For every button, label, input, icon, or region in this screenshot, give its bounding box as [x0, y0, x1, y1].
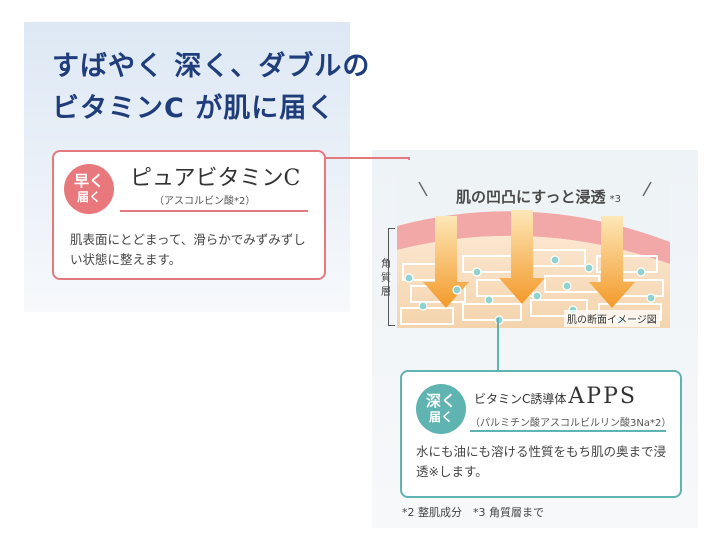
deep-badge: 深く 届く: [416, 384, 466, 434]
skin-penetration-note: *3: [609, 194, 621, 205]
cross-section-caption: 肌の断面イメージ図: [564, 310, 660, 327]
apps-name-prefix: ビタミンC誘導体: [474, 392, 567, 406]
apps-name-main: APPS: [568, 384, 637, 409]
apps-desc: 水にも油にも溶ける性質をもち肌の奥まで浸透※します。: [416, 444, 667, 479]
pure-vitamin-sub: （アスコルビン酸*2）: [154, 196, 256, 207]
footnote: *2 整肌成分 *3 角質層まで: [402, 506, 544, 519]
deep-badge-line1: 深く: [425, 392, 456, 410]
apps-divider: [470, 430, 666, 432]
apps-card: 深く 届く ビタミンC誘導体APPS （パルミチン酸アスコルビルリン酸3Na*2…: [400, 370, 682, 498]
down-arrow-icon: [589, 216, 635, 308]
skin-penetration-label: 肌の凹凸にすっと浸透*3: [456, 186, 621, 207]
fast-badge-line2: 届く: [76, 190, 101, 204]
apps-name: ビタミンC誘導体APPS: [474, 384, 637, 409]
pure-vitamin-name: ピュアビタミンC: [130, 166, 301, 191]
skin-cross-section-illustration: [397, 160, 670, 328]
headline-line1: すばやく 深く、ダブルの: [52, 51, 371, 82]
arrow-icons: [423, 210, 635, 308]
pure-vitamin-card: 早く 届く ピュアビタミンC （アスコルビン酸*2） 肌表面にとどまって、滑らか…: [52, 150, 326, 280]
deep-badge-line2: 届く: [428, 410, 453, 424]
stratum-corneum-label: 角質層: [381, 259, 391, 298]
apps-connector: [497, 318, 499, 372]
fast-badge-line1: 早く: [73, 172, 104, 190]
down-arrow-icon: [499, 210, 545, 304]
down-arrow-icon: [423, 216, 469, 308]
pure-connector-horizontal: [322, 157, 410, 159]
apps-sub: （パルミチン酸アスコルビルリン酸3Na*2）: [470, 418, 672, 429]
layer-bracket: [388, 228, 395, 326]
sparkle-marks: [418, 181, 652, 197]
pure-vitamin-desc: 肌表面にとどまって、滑らかでみずみずしい状態に整えます。: [70, 232, 306, 267]
skin-penetration-text: 肌の凹凸にすっと浸透: [456, 188, 606, 206]
headline-line2: ビタミンC が肌に届く: [52, 93, 336, 124]
headline: すばやく 深く、ダブルの ビタミンC が肌に届く: [52, 46, 370, 130]
pure-divider: [120, 210, 308, 212]
fast-badge: 早く 届く: [64, 164, 114, 214]
